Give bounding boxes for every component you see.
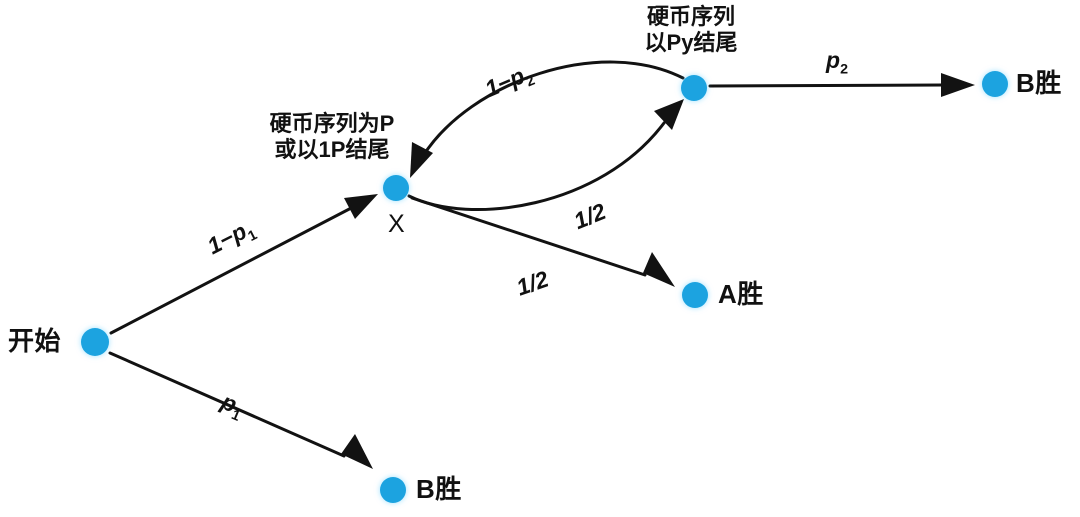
edge-x-to-awin (410, 196, 675, 287)
edge-x-to-awin-line (410, 196, 647, 277)
edge-py-to-bwin-top (708, 73, 975, 97)
edge-py-to-x-arrowhead (410, 142, 433, 178)
caption-state-x-line1: 硬币序列为P (269, 111, 395, 136)
caption-state-x: 硬币序列为P 或以1P结尾 (232, 111, 432, 163)
node-bwin-top[interactable] (982, 71, 1008, 97)
node-awin[interactable] (682, 282, 708, 308)
edge-py-to-bwin-top-line (708, 83, 945, 88)
caption-state-py-line2: 以Py结尾 (644, 29, 738, 55)
edge-start-to-x-line (109, 203, 359, 335)
node-py[interactable] (681, 75, 707, 101)
node-bwin-bottom[interactable] (380, 477, 406, 503)
node-label-x: X (388, 210, 405, 238)
node-label-start: 开始 (8, 326, 62, 356)
edge-start-to-bwin-bottom (108, 351, 373, 469)
edge-label-py-to-bwin-top-sub: 2 (840, 61, 848, 78)
edge-py-to-bwin-top-arrowhead (941, 73, 975, 97)
edge-x-to-awin-arrowhead (643, 252, 675, 287)
node-label-awin: A胜 (718, 279, 764, 309)
edge-start-to-bwin-bottom-line (108, 351, 346, 458)
caption-state-py-line1: 硬币序列 (646, 4, 735, 29)
edge-start-to-x-arrowhead (344, 194, 378, 219)
caption-state-py: 硬币序列 以Py结尾 (593, 4, 789, 56)
node-label-bwin-bottom: B胜 (416, 474, 462, 504)
node-start[interactable] (81, 328, 109, 356)
edge-x-to-py-curve (407, 121, 666, 211)
edge-start-to-x (109, 194, 378, 335)
edge-start-to-bwin-bottom-arrowhead (341, 434, 373, 469)
node-label-bwin-top: B胜 (1016, 68, 1062, 98)
edge-py-to-x (410, 60, 685, 178)
edge-x-to-py (407, 99, 684, 211)
edge-py-to-x-curve (421, 60, 685, 158)
edge-label-py-to-bwin-top-main: p (826, 47, 841, 73)
edge-x-to-py-arrowhead (654, 99, 684, 130)
edge-label-py-to-bwin-top: p2 (826, 47, 848, 78)
node-x[interactable] (383, 175, 409, 201)
caption-state-x-line2: 或以1P结尾 (274, 136, 390, 162)
